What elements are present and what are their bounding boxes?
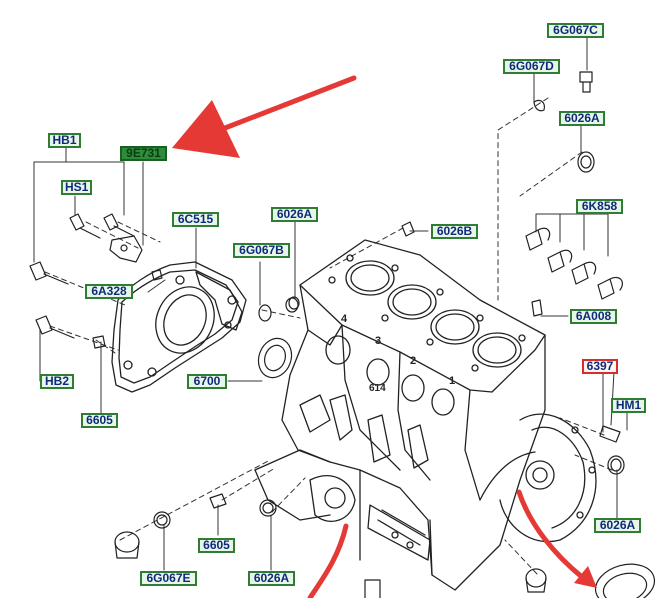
block-marking: 614 bbox=[369, 383, 386, 394]
small-arrow-head bbox=[574, 566, 597, 588]
callout-6c515[interactable]: 6C515 bbox=[172, 212, 219, 227]
knock-sensor bbox=[531, 299, 543, 317]
piston-oil-jets bbox=[525, 227, 623, 300]
callout-9e731[interactable]: 9E731 bbox=[120, 146, 167, 161]
crankshaft-seal bbox=[257, 297, 299, 379]
callout-hm1[interactable]: HM1 bbox=[611, 398, 646, 413]
callout-6g067e[interactable]: 6G067E bbox=[140, 571, 197, 586]
callout-6397[interactable]: 6397 bbox=[582, 359, 618, 374]
callout-6k858[interactable]: 6K858 bbox=[576, 199, 623, 214]
cylinder-number-4: 4 bbox=[341, 313, 348, 325]
crank-sensor bbox=[599, 425, 621, 443]
cylinder-number-3: 3 bbox=[375, 335, 382, 347]
callout-hb2[interactable]: HB2 bbox=[40, 374, 74, 389]
callout-6g067b[interactable]: 6G067B bbox=[233, 243, 290, 258]
callout-6026a-bottom[interactable]: 6026A bbox=[248, 571, 295, 586]
callout-6a008[interactable]: 6A008 bbox=[570, 309, 617, 324]
rear-seal-housing bbox=[111, 261, 247, 393]
callout-6026a-right[interactable]: 6026A bbox=[594, 518, 641, 533]
callout-6605-left[interactable]: 6605 bbox=[81, 413, 118, 428]
callout-6026a-top[interactable]: 6026A bbox=[559, 111, 605, 126]
callout-6605-bottom[interactable]: 6605 bbox=[198, 538, 235, 553]
callout-6g067c[interactable]: 6G067C bbox=[547, 23, 604, 38]
callout-6026a-mid[interactable]: 6026A bbox=[271, 207, 318, 222]
cylinder-number-1: 1 bbox=[449, 375, 456, 387]
engine-block bbox=[254, 239, 597, 591]
callout-6026b[interactable]: 6026B bbox=[431, 224, 478, 239]
callout-6a328[interactable]: 6A328 bbox=[85, 284, 133, 299]
callout-6700[interactable]: 6700 bbox=[187, 374, 227, 389]
leader-lines bbox=[33, 37, 628, 575]
bracket-part bbox=[109, 235, 143, 263]
plugs-top-right bbox=[288, 71, 595, 310]
bottom-plugs bbox=[114, 493, 656, 598]
callout-hb1[interactable]: HB1 bbox=[48, 133, 81, 148]
cylinder-number-2: 2 bbox=[410, 355, 417, 367]
red-arrows bbox=[222, 75, 585, 598]
big-arrow-head bbox=[172, 100, 240, 158]
callout-6g067d[interactable]: 6G067D bbox=[503, 59, 560, 74]
callout-hs1[interactable]: HS1 bbox=[61, 180, 92, 195]
bolts-left bbox=[29, 213, 163, 349]
